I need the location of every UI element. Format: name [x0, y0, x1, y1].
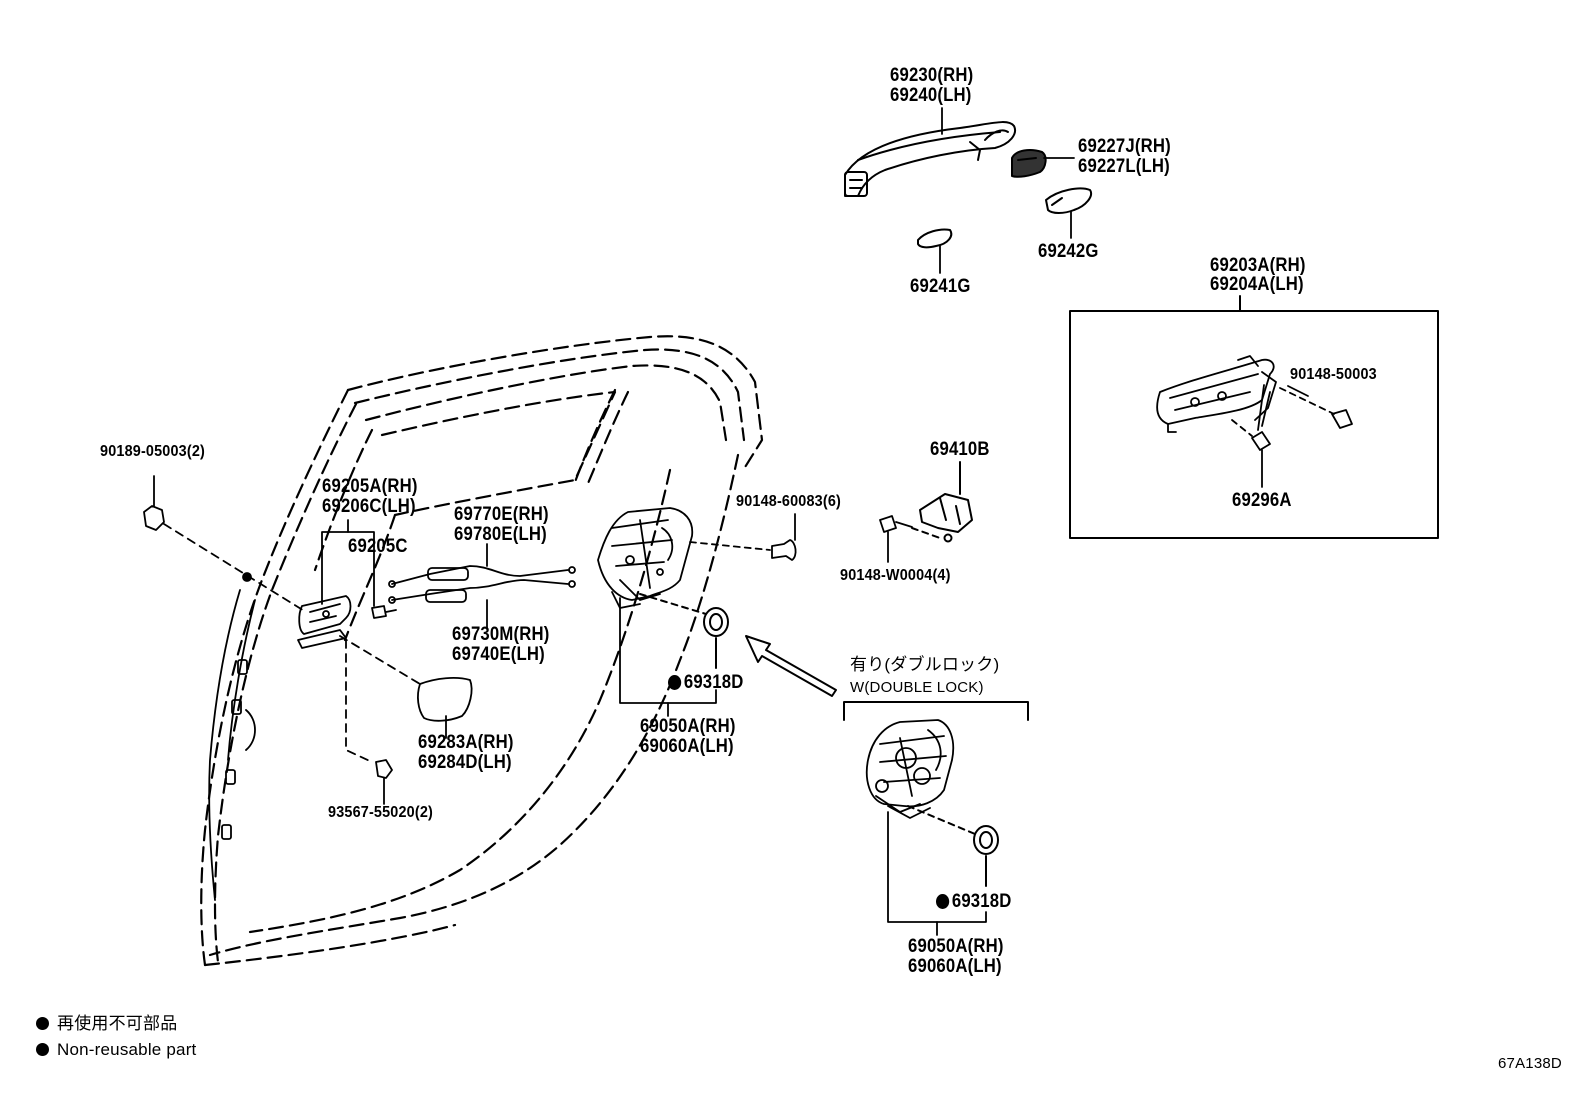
label-69740e: 69740E(LH): [452, 644, 545, 665]
pad-69283a: [339, 635, 473, 739]
screw-93567: [345, 639, 393, 805]
label-69230: 69230(RH): [890, 65, 974, 86]
pad-69242g: [1045, 187, 1092, 214]
cables-69730-69770: [388, 543, 576, 629]
bolt-90148-50003: [1279, 385, 1353, 429]
label-69227j: 69227J(RH): [1078, 136, 1171, 157]
label-90148-50003: 90148-50003: [1290, 366, 1377, 383]
label-69205c: 69205C: [348, 536, 408, 557]
label-69318d-double: 69318D: [936, 892, 1011, 912]
non-reusable-dot-icon: [936, 894, 950, 909]
frame-box-69203a: [1069, 295, 1439, 539]
non-reusable-dot-icon: [668, 675, 682, 690]
clip-90189: [143, 475, 307, 613]
inside-handle-69205: [297, 595, 352, 649]
label-69410b: 69410B: [930, 439, 990, 460]
legend-en: Non-reusable part: [36, 1040, 196, 1060]
seal-69318d-main: [639, 593, 729, 669]
label-69770e: 69770E(RH): [454, 504, 549, 525]
legend-en-text: Non-reusable part: [57, 1040, 197, 1059]
label-69204a: 69204A(LH): [1210, 274, 1304, 295]
label-69206c: 69206C(LH): [322, 496, 416, 517]
label-69050a-double: 69050A(RH): [908, 936, 1004, 957]
label-69296a: 69296A: [1232, 490, 1292, 511]
bolt-90148-60083: [689, 513, 797, 561]
screw-69205c: [371, 605, 397, 619]
legend-dot-icon: [36, 1043, 49, 1056]
door-panel-details: [208, 572, 256, 901]
label-69060a-double: 69060A(LH): [908, 956, 1002, 977]
label-69283a: 69283A(RH): [418, 732, 514, 753]
handle-frame-69203a: [1156, 355, 1277, 433]
seal-69318d-double: [907, 805, 999, 887]
label-90148-w0004: 90148-W0004(4): [840, 567, 951, 584]
door-outline: [200, 335, 764, 967]
label-90189: 90189-05003(2): [100, 443, 206, 460]
legend-jp-text: 再使用不可部品: [57, 1014, 178, 1033]
bracket-69050a-main: [619, 597, 717, 717]
label-69241g: 69241G: [910, 276, 971, 297]
label-93567: 93567-55020(2): [328, 804, 434, 821]
label-69284d: 69284D(LH): [418, 752, 512, 773]
handle-cover-69227: [1011, 149, 1047, 178]
label-69205a: 69205A(RH): [322, 476, 418, 497]
label-69780e: 69780E(LH): [454, 524, 547, 545]
outside-handle: [844, 121, 1016, 197]
lock-assembly-main: [597, 507, 694, 609]
label-69227l: 69227L(LH): [1078, 156, 1170, 177]
screw-90148-w0004: [879, 515, 913, 563]
legend-jp: 再使用不可部品: [36, 1014, 177, 1034]
label-69318d-main-text: 69318D: [683, 672, 744, 693]
pad-69241g: [917, 228, 953, 249]
label-double-lock-jp: 有り(ダブルロック): [850, 655, 1000, 674]
label-69203a: 69203A(RH): [1210, 255, 1306, 276]
label-69050a-main: 69050A(RH): [640, 716, 736, 737]
arrow-to-double-lock: [745, 635, 837, 697]
label-69060a-main: 69060A(LH): [640, 736, 734, 757]
label-69242g: 69242G: [1038, 241, 1099, 262]
double-lock-bracket: [843, 701, 1029, 721]
bolt-69296a: [1231, 419, 1271, 488]
label-90148-60083: 90148-60083(6): [736, 493, 842, 510]
label-69318d-main: 69318D: [668, 673, 743, 693]
label-69318d-double-text: 69318D: [951, 891, 1012, 912]
label-69730m: 69730M(RH): [452, 624, 550, 645]
striker-69410b: [911, 461, 973, 543]
legend-dot-icon: [36, 1017, 49, 1030]
bracket-69205: [321, 519, 375, 607]
bracket-69050a-double: [887, 811, 987, 936]
figure-code: 67A138D: [1498, 1055, 1562, 1072]
label-69240: 69240(LH): [890, 85, 972, 106]
leaders-top: [939, 107, 1075, 274]
label-double-lock-en: W(DOUBLE LOCK): [850, 679, 984, 696]
